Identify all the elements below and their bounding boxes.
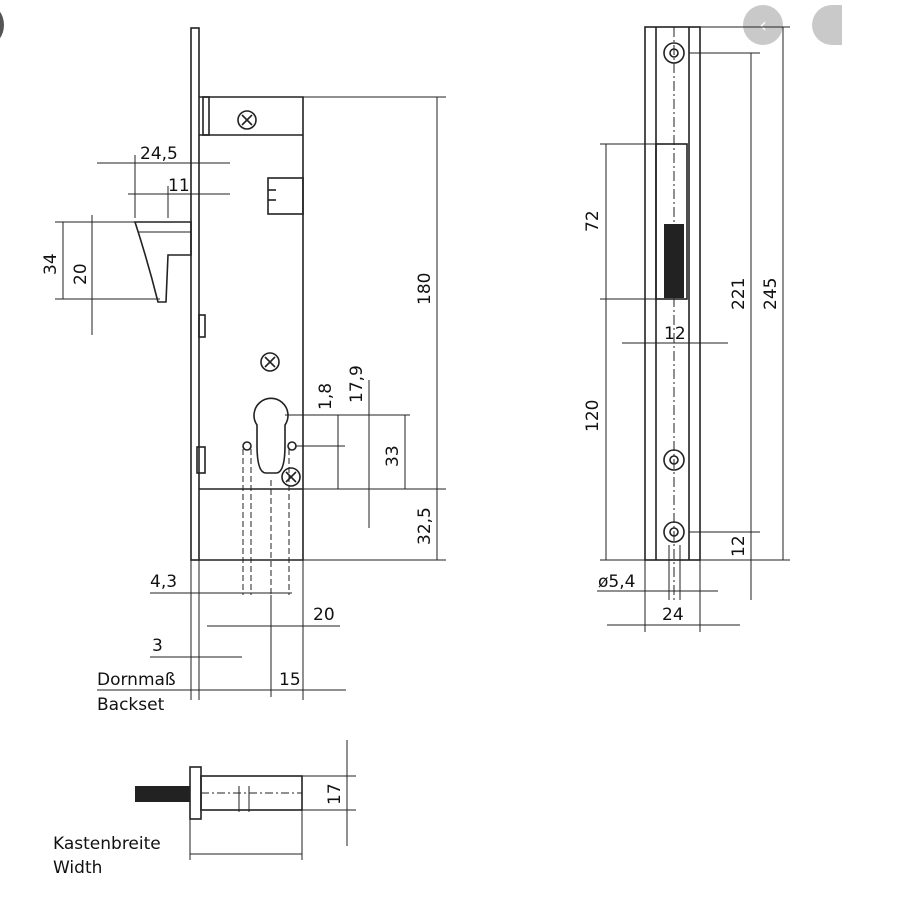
dim-33: 33 [383,445,403,467]
nav-next-button[interactable] [812,5,842,45]
dim-3: 3 [152,636,163,656]
dim-245: 245 [761,278,781,310]
faceplate-dimensions [597,26,790,632]
dim-11: 11 [168,176,190,196]
dim-180: 180 [415,273,435,305]
dim-17: 17 [325,783,345,805]
dim-12-hole: 12 [729,535,749,557]
dim-72: 72 [583,210,603,232]
left-view-dimensions [55,96,446,700]
dim-diameter-5-4: ø5,4 [598,572,635,592]
dim-34: 34 [41,253,61,275]
dim-120: 120 [583,400,603,432]
dim-221: 221 [729,278,749,310]
lock-top-view [135,740,356,860]
backset-label-de: Dornmaß [97,670,176,690]
dim-24-5: 24,5 [140,144,178,164]
faceplate-front-view [644,26,701,600]
chevron-left-icon: ‹ [759,13,767,37]
dim-1-8: 1,8 [316,383,336,410]
nav-prev-button[interactable]: ‹ [743,5,783,45]
dim-17-9: 17,9 [347,365,367,403]
cylinder-keyhole [242,397,297,595]
dim-15: 15 [279,670,301,690]
width-label-en: Width [53,858,102,878]
dim-20-latch: 20 [71,263,91,285]
dim-24: 24 [662,605,684,625]
dim-32-5: 32,5 [415,507,435,545]
dim-4-3: 4,3 [150,572,177,592]
screw-cross-icons [237,110,301,487]
lock-body-side-view [133,27,304,561]
width-label-de: Kastenbreite [53,834,161,854]
dim-12-plate: 12 [664,324,686,344]
dim-20-bottom: 20 [313,605,335,625]
backset-label-en: Backset [97,695,165,715]
nav-edge-button[interactable] [0,5,4,45]
